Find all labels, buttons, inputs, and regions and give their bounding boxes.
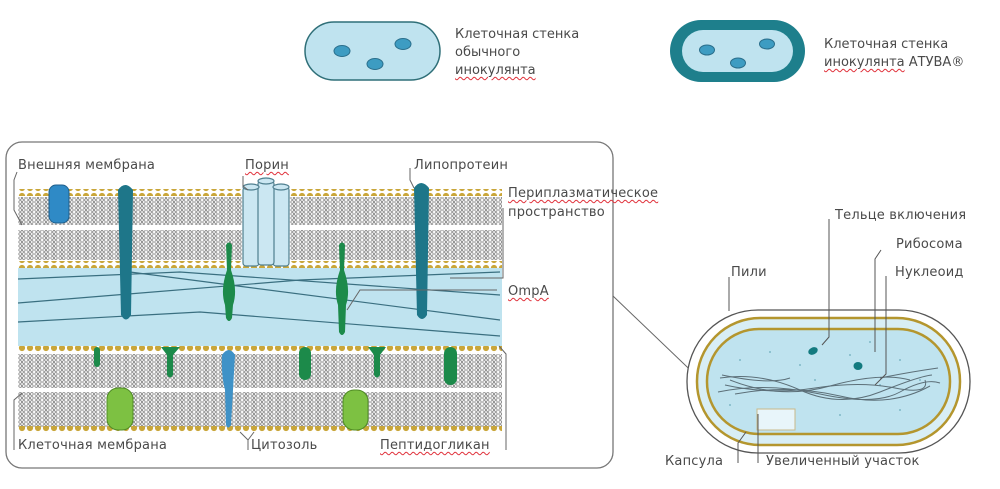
cell-membrane bbox=[18, 346, 502, 433]
lipoprotein-right bbox=[414, 183, 429, 319]
label-ribosome: Рибосома bbox=[896, 237, 963, 252]
legend-atuva-line2a: инокулянта bbox=[824, 55, 905, 70]
enlarged-area-box bbox=[756, 408, 796, 431]
label-inclusion-body: Тельце включения bbox=[835, 208, 967, 223]
label-periplasmic-line2: пространство bbox=[508, 205, 605, 220]
ompa-protein-left bbox=[222, 242, 236, 321]
label-ompa: OmpA bbox=[508, 284, 549, 299]
green-protein-mid bbox=[299, 347, 311, 380]
label-cytosol: Цитозоль bbox=[251, 438, 318, 453]
inclusion-body-2 bbox=[853, 362, 863, 370]
legend-regular-line1: Клеточная стенка bbox=[455, 27, 580, 42]
label-outer-membrane: Внешняя мембрана bbox=[18, 158, 156, 173]
label-lipoprotein: Липопротеин bbox=[414, 158, 509, 173]
cell-leader-lines bbox=[728, 219, 887, 463]
label-capsule: Капсула bbox=[665, 454, 724, 469]
label-nucleoid: Нуклеоид bbox=[895, 265, 964, 280]
periplasmic-space bbox=[18, 268, 502, 346]
blue-membrane-protein bbox=[48, 184, 70, 224]
label-pili: Пили bbox=[731, 265, 767, 280]
lime-protein-right bbox=[342, 389, 369, 431]
label-cell-membrane: Клеточная мембрана bbox=[18, 438, 168, 453]
legend-regular-text: Клеточная стенка обычного инокулянта bbox=[455, 26, 579, 80]
t-green-protein-right bbox=[368, 347, 386, 378]
regular-cell-icon bbox=[304, 21, 441, 81]
t-green-protein-left bbox=[161, 347, 180, 378]
atuva-cell-icon bbox=[670, 20, 805, 82]
small-green-protein bbox=[94, 347, 100, 367]
legend-atuva-text: Клеточная стенка инокулянта АТУВА® bbox=[824, 36, 964, 72]
porin-protein bbox=[242, 177, 290, 267]
label-porin: Порин bbox=[245, 158, 289, 173]
label-peptidoglycan: Пептидогликан bbox=[380, 438, 490, 453]
inclusion-body bbox=[808, 347, 818, 355]
legend-regular-line2: обычного bbox=[455, 45, 521, 60]
lime-protein-left bbox=[106, 387, 134, 431]
label-periplasmic-line1: Периплазматическое bbox=[508, 186, 659, 201]
green-protein-right bbox=[444, 347, 457, 385]
nucleoid bbox=[717, 367, 941, 401]
legend-atuva-line2b: АТУВА® bbox=[904, 55, 965, 70]
legend-atuva-line1: Клеточная стенка bbox=[824, 37, 949, 52]
ompa-protein-right bbox=[335, 242, 349, 335]
cytosol-blue-protein bbox=[221, 350, 235, 428]
legend-regular-line3: инокулянта bbox=[455, 63, 536, 78]
peptidoglycan-strands bbox=[17, 271, 501, 337]
lipoprotein-left bbox=[118, 185, 133, 320]
label-enlarged-area: Увеличенный участок bbox=[766, 454, 920, 469]
